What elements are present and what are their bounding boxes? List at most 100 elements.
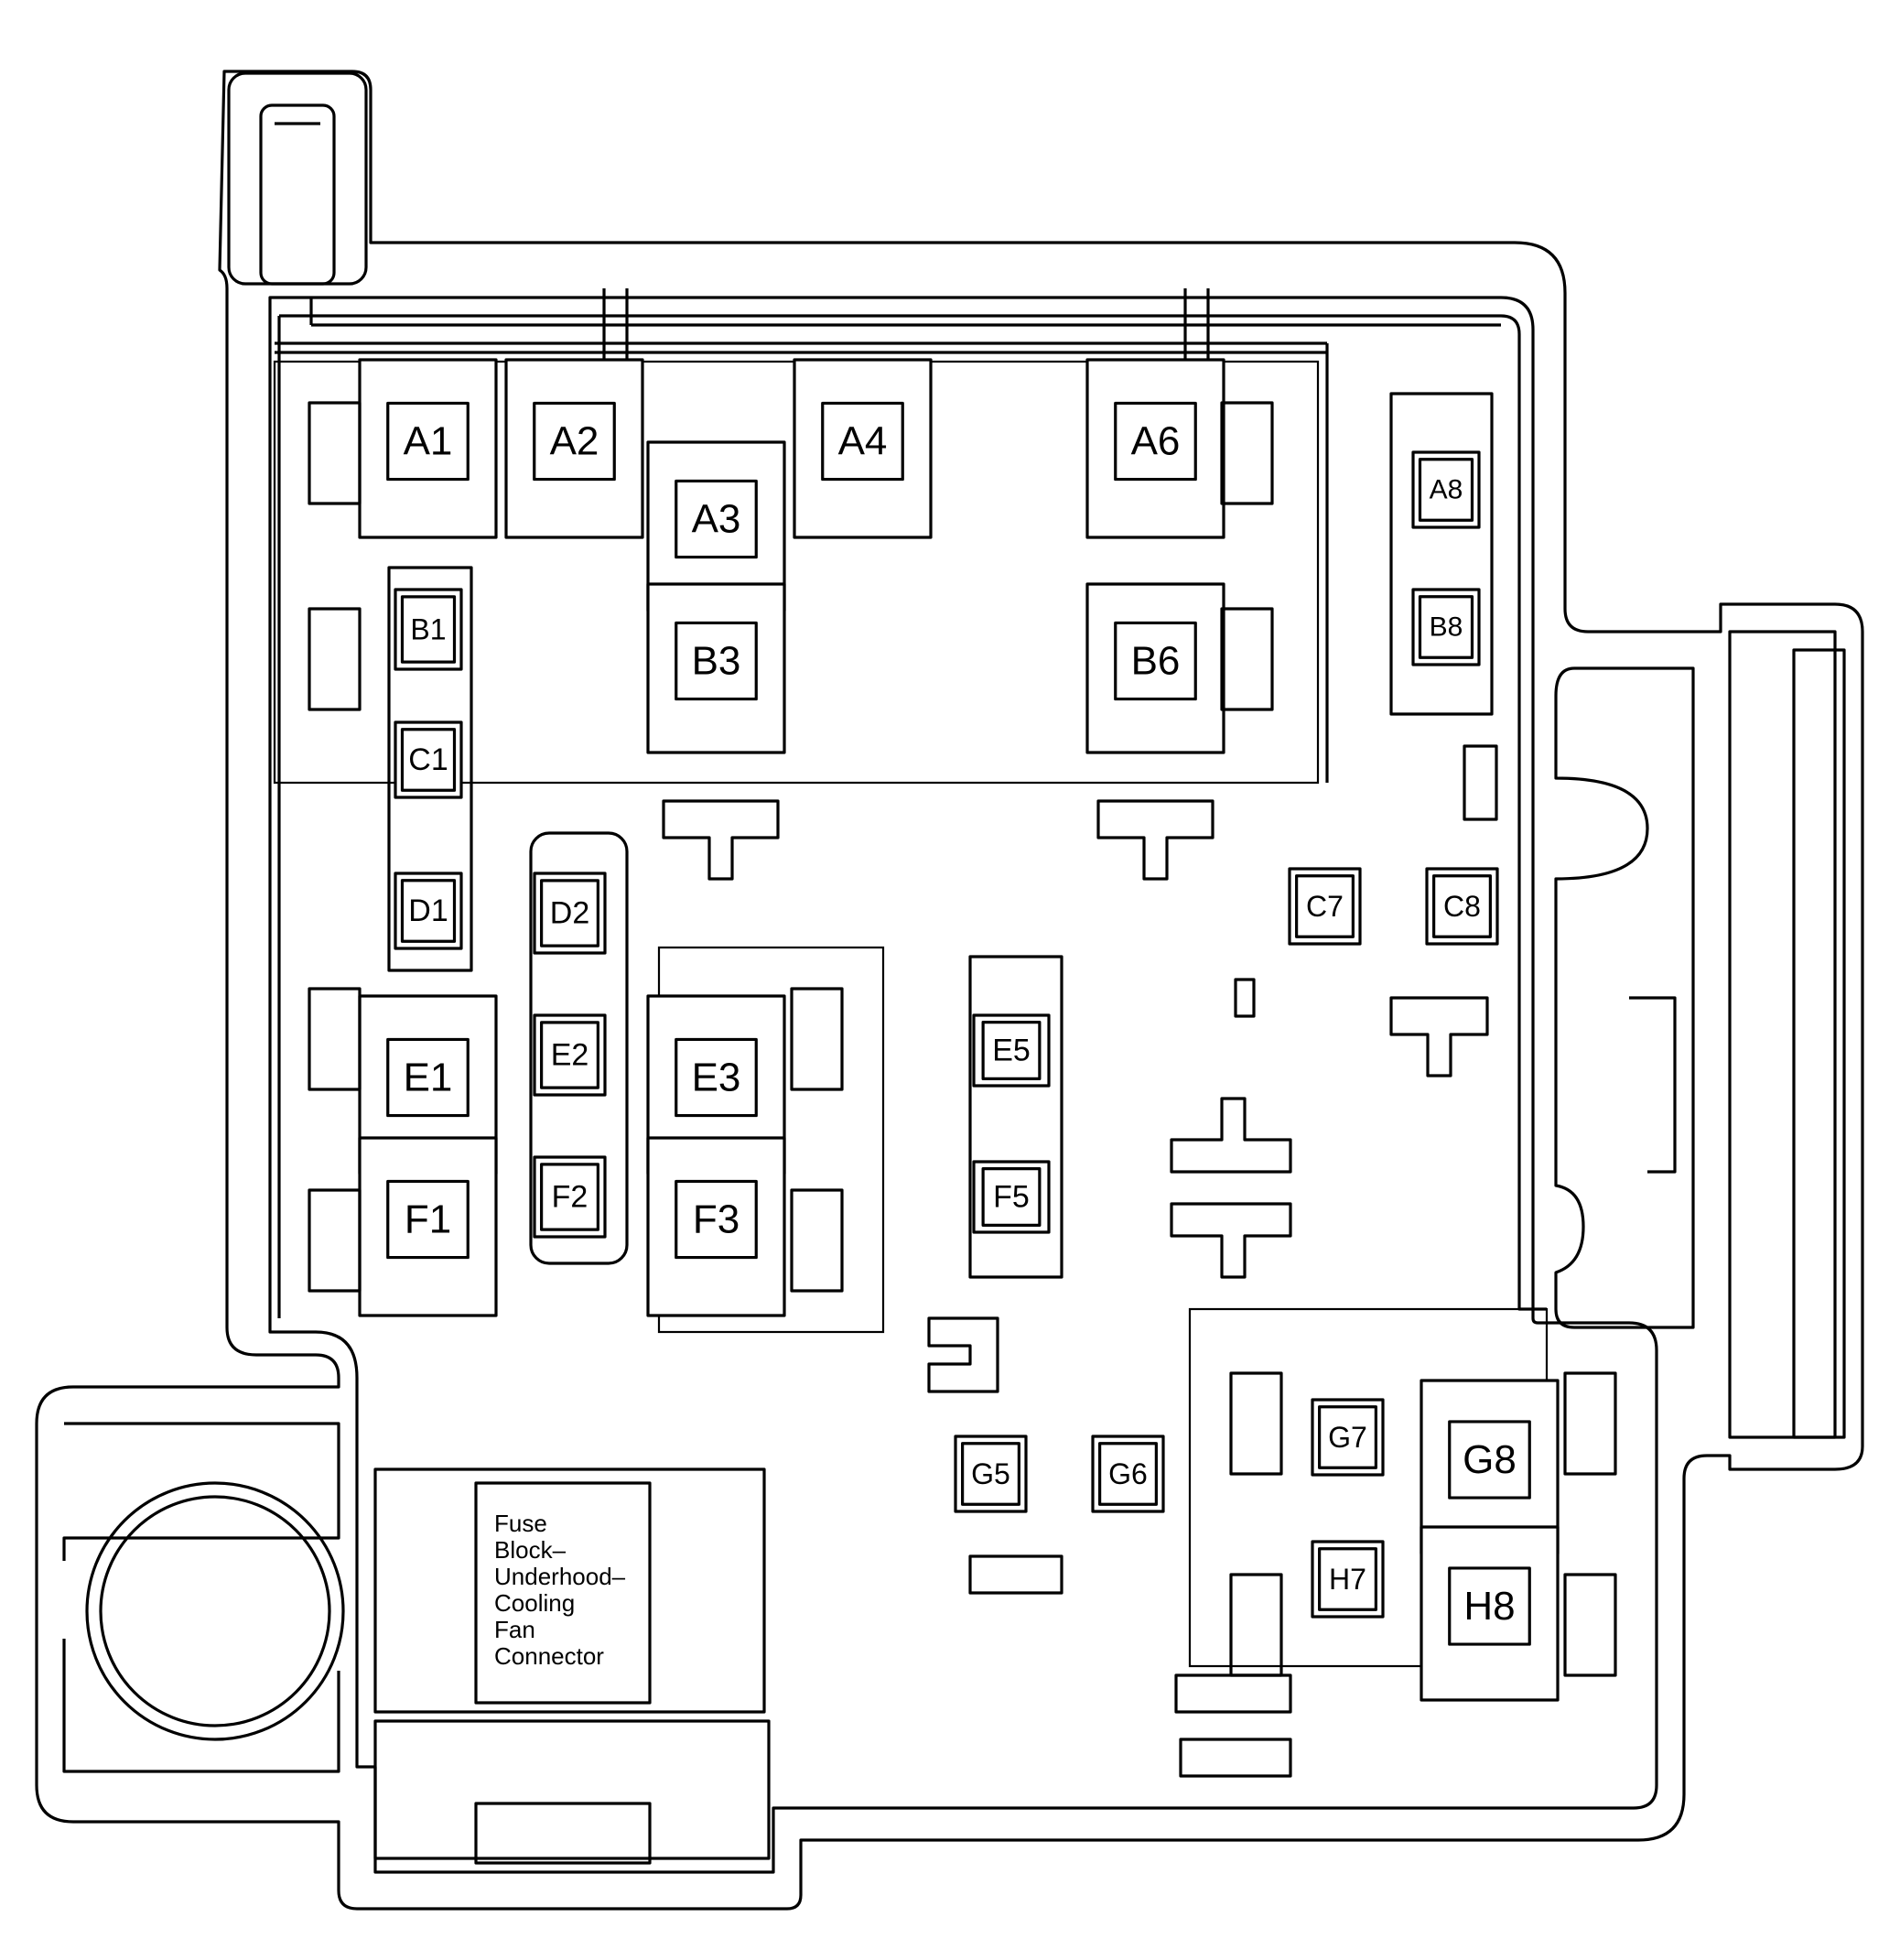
key-cross-upper: [1170, 1097, 1292, 1174]
slot-a3-cavity: [675, 479, 758, 559]
slot-f5-label: F5: [993, 1180, 1030, 1215]
slot-d2-housing: [533, 872, 607, 955]
slot-c1-housing: [394, 720, 463, 799]
slot-g5-housing: [954, 1435, 1028, 1513]
slot-g7-housing: [1311, 1398, 1385, 1477]
slot-h7-cavity: [1318, 1547, 1377, 1611]
housing-inner-outline: [268, 296, 1658, 1874]
slot-a1-cavity: [386, 401, 470, 482]
slot-g5-cavity: [961, 1442, 1020, 1506]
slot-d1-housing: [394, 872, 463, 950]
slot-c1-label: C1: [408, 742, 448, 777]
key-t-right: [1096, 799, 1214, 881]
slot-c8-label: C8: [1443, 890, 1481, 923]
slot-b6-housing: [1085, 582, 1225, 754]
slot-f2-label: F2: [552, 1180, 588, 1215]
slot-f1-housing: [358, 1136, 498, 1317]
slot-f3-housing: [646, 1136, 786, 1317]
housing-rim: [277, 314, 1547, 1318]
top-tab-inner: [259, 103, 336, 286]
slot-h8-housing: [1420, 1525, 1560, 1702]
slot-f2-housing: [533, 1155, 607, 1239]
slot-f2-cavity: [540, 1163, 599, 1231]
slot-a4-label: A4: [838, 419, 888, 464]
slot-d2-label: D2: [550, 896, 589, 931]
slot-a3-label: A3: [692, 497, 741, 542]
side-blocks: [308, 401, 1617, 1677]
slot-h7-housing: [1311, 1540, 1385, 1619]
slot-g8-label: G8: [1463, 1437, 1517, 1482]
slot-a8-label: A8: [1430, 475, 1463, 505]
slot-b8-cavity: [1418, 595, 1474, 659]
slot-g8-cavity: [1448, 1420, 1531, 1500]
slot-g6-cavity: [1098, 1442, 1158, 1506]
slot-h7-label: H7: [1329, 1563, 1366, 1596]
slot-a6-cavity: [1114, 401, 1197, 482]
slot-a4-housing: [793, 358, 933, 539]
slot-f5-housing: [972, 1160, 1051, 1234]
slot-e1-cavity: [386, 1037, 470, 1118]
slot-f3-cavity: [675, 1179, 758, 1260]
slot-g7-label: G7: [1328, 1421, 1367, 1454]
slot-b1-cavity: [400, 595, 457, 664]
slot-b6-cavity: [1114, 621, 1197, 701]
key-t-left: [662, 799, 780, 881]
slot-e5-label: E5: [992, 1034, 1031, 1068]
slot-f5-cavity: [981, 1167, 1042, 1227]
slot-g6-housing: [1091, 1435, 1165, 1513]
slot-c8-housing: [1425, 867, 1499, 946]
slot-d2-cavity: [540, 879, 599, 948]
slot-c7-housing: [1288, 867, 1362, 946]
slot-b3-cavity: [675, 621, 758, 701]
clamp-ring-inner: [99, 1495, 331, 1727]
slot-e3-cavity: [675, 1037, 758, 1118]
slot-a6-label: A6: [1131, 419, 1181, 464]
slot-d1-cavity: [400, 879, 457, 943]
slot-f3-label: F3: [693, 1197, 739, 1242]
slot-e5-housing: [972, 1013, 1051, 1088]
slot-b6-label: B6: [1131, 639, 1181, 684]
slot-f1-label: F1: [405, 1197, 451, 1242]
slot-a2-housing: [504, 358, 644, 539]
slot-a8-cavity: [1418, 458, 1474, 522]
slot-g8-housing: [1420, 1379, 1560, 1555]
slot-e5-cavity: [981, 1021, 1042, 1080]
housing-outer-outline: [35, 70, 1864, 1911]
slot-e3-label: E3: [692, 1056, 741, 1100]
slot-c1-cavity: [400, 728, 457, 792]
slot-b1-housing: [394, 588, 463, 671]
slot-a6-housing: [1085, 358, 1225, 539]
key-cross-lower: [1170, 1202, 1292, 1279]
slot-b3-label: B3: [692, 639, 741, 684]
slot-a2-label: A2: [550, 419, 599, 464]
slot-f1-cavity: [386, 1179, 470, 1260]
slot-b8-label: B8: [1430, 612, 1463, 643]
slot-d1-label: D1: [408, 893, 448, 928]
slot-a8-housing: [1411, 450, 1481, 529]
slot-c8-cavity: [1432, 874, 1492, 938]
slot-e2-label: E2: [551, 1038, 589, 1073]
slot-h8-cavity: [1448, 1566, 1531, 1646]
right-side-connector: [1554, 666, 1695, 1329]
slot-a1-housing: [358, 358, 498, 539]
slot-a4-cavity: [821, 401, 904, 482]
slot-b1-label: B1: [410, 613, 446, 646]
slot-g6-label: G6: [1108, 1457, 1148, 1490]
slot-c7-cavity: [1295, 874, 1355, 938]
slot-b8-housing: [1411, 588, 1481, 666]
slot-a1-label: A1: [404, 419, 453, 464]
cooling-fan-connector-housing: [373, 1467, 766, 1714]
slot-c7-label: C7: [1306, 890, 1344, 923]
clamp-ring-outer: [85, 1481, 345, 1741]
slot-g7-cavity: [1318, 1405, 1377, 1469]
slot-e2-cavity: [540, 1021, 599, 1089]
slot-g5-label: G5: [971, 1457, 1010, 1490]
slot-e1-label: E1: [404, 1056, 453, 1100]
slot-h8-label: H8: [1463, 1584, 1515, 1629]
slot-b3-housing: [646, 582, 786, 754]
slot-a2-cavity: [533, 401, 616, 482]
slot-a3-housing: [646, 440, 786, 612]
